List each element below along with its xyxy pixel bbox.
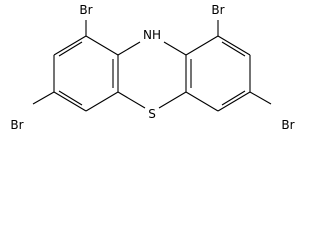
- bond: [217, 91, 251, 112]
- double-bond-inner: [221, 90, 246, 106]
- bond: [217, 35, 251, 56]
- double-bond-inner: [58, 41, 83, 57]
- bromine-label-bottom-right: Br: [281, 118, 294, 132]
- left-benzene-ring: [53, 35, 119, 112]
- bond: [185, 35, 219, 56]
- central-thiazine-ring: [117, 41, 187, 109]
- bond-s-c: [158, 91, 187, 109]
- double-bond-inner: [58, 90, 83, 106]
- bond-c-br: [249, 91, 272, 105]
- bromine-label-top-right: Br: [211, 3, 224, 17]
- bond: [53, 35, 87, 56]
- double-bond-inner: [221, 41, 246, 57]
- bond-c-br: [32, 91, 55, 105]
- bond-c-n: [117, 41, 141, 56]
- sulfur-label: S: [148, 107, 156, 121]
- atom-labels: Br Br Br Br NH S: [10, 3, 294, 132]
- right-benzene-ring: [185, 35, 251, 112]
- bond: [185, 91, 219, 112]
- bond: [85, 91, 119, 112]
- bond-c-s: [117, 91, 146, 109]
- nitrogen-hydrogen-label: NH: [143, 28, 161, 42]
- bond: [85, 35, 119, 56]
- bond-n-c: [163, 41, 187, 56]
- bromine-label-top-left: Br: [79, 3, 92, 17]
- substituent-bonds: [32, 20, 272, 105]
- structural-formula: Br Br Br Br NH S: [10, 3, 294, 132]
- bond: [53, 91, 87, 112]
- bromine-label-bottom-left: Br: [10, 118, 23, 132]
